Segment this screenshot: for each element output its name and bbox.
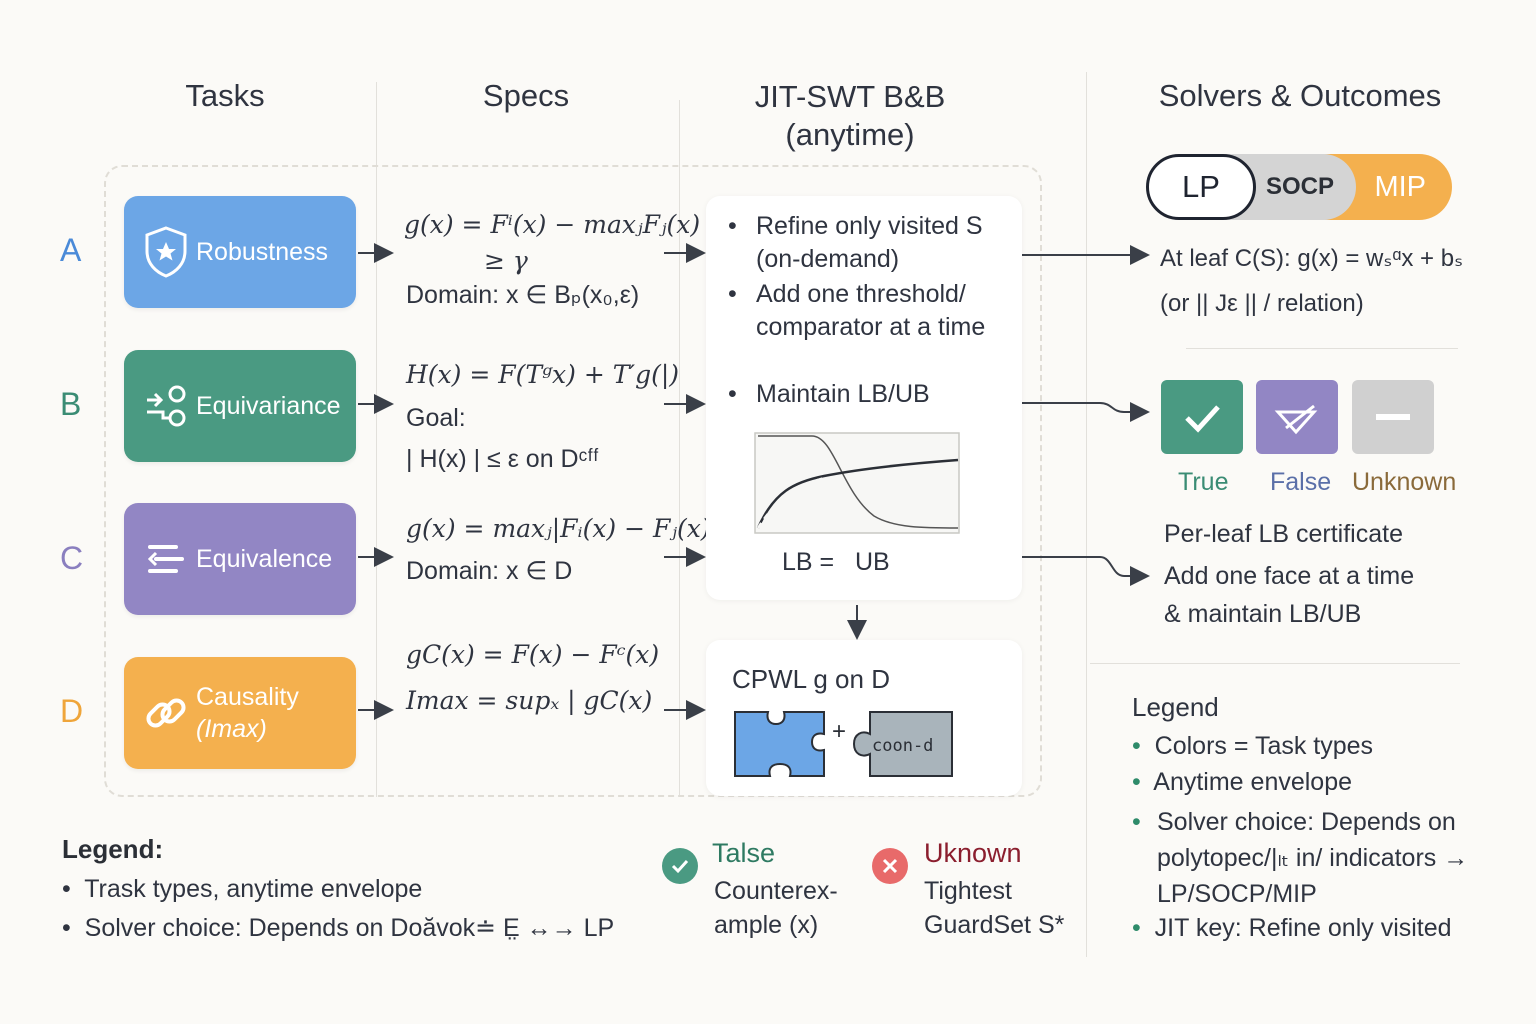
status-false-line: ample (x) [714, 911, 819, 939]
spec-d-imax: Imax = supₓ | gC(x) [406, 686, 653, 715]
row-divider [1186, 348, 1458, 349]
arrow [1022, 556, 1150, 586]
crossed-triangle-icon [1274, 404, 1318, 435]
task-label: Causality [196, 683, 299, 711]
jit-bullet-text: Refine only visited S (on-demand) [756, 212, 983, 273]
minus-icon [1376, 414, 1410, 420]
legend-right-title: Legend [1132, 692, 1219, 722]
shield-star-icon [136, 225, 196, 279]
spec-b-formula: H(x) = F(Tᵍx) + T′g(|) [406, 360, 679, 389]
row-letter-d: D [60, 693, 84, 729]
spec-a-domain: Domain: x ∈ Bₚ(x₀,ε) [406, 281, 640, 309]
legend-bottom-item: • Trask types, anytime envelope [62, 875, 423, 903]
leaf-relation: (or || Jε || / relation) [1160, 290, 1364, 317]
jit-bullet: • Add one threshold/ comparator at a tim… [728, 278, 998, 344]
legend-item-text: Trask types, anytime envelope [84, 875, 423, 903]
column-divider [1086, 72, 1087, 957]
pill-label: MIP [1374, 170, 1426, 203]
header-jit: JIT-SWT B&B (anytime) [690, 78, 1010, 154]
legend-bottom-title: Legend: [62, 834, 164, 864]
cert-line: Add one face at a time [1164, 562, 1415, 590]
leaf-formula: At leaf C(S): g(x) = wₛᵅx + bₛ [1160, 245, 1464, 272]
outcome-false-label: False [1270, 468, 1332, 496]
legend-item-text: Solver choice: Depends on polytopec/|ₗₜ … [1157, 808, 1469, 908]
legend-item-text: Colors = Task types [1154, 732, 1374, 760]
spec-c-domain: Domain: x ∈ D [406, 557, 573, 585]
task-causality[interactable]: Causality (Imax) [124, 657, 356, 769]
task-sublabel: (Imax) [196, 715, 267, 743]
task-robustness[interactable]: Robustness [124, 196, 356, 308]
jit-bullet-text: Add one threshold/ comparator at a time [756, 280, 986, 341]
anytime-envelope [104, 165, 1042, 797]
column-divider [376, 82, 377, 797]
column-divider [679, 100, 680, 797]
header-jit-line1: JIT-SWT B&B [754, 79, 946, 114]
outcome-unknown-label: Unknown [1352, 468, 1457, 496]
jit-bullet: • Refine only visited S (on-demand) [728, 210, 998, 276]
pill-lp[interactable]: LP [1146, 154, 1256, 220]
outcome-true-label: True [1178, 468, 1229, 496]
task-label: Equivalence [196, 545, 333, 573]
spec-d-formula: gC(x) = F(x) − Fᶜ(x) [406, 640, 660, 669]
arrow [1022, 402, 1150, 422]
row-letter-a: A [60, 232, 82, 268]
task-label-group: Causality (Imax) [196, 681, 299, 745]
cert-line: & maintain LB/UB [1164, 600, 1362, 628]
legend-right-item: • Solver choice: Depends on polytopec/|ₗ… [1132, 804, 1472, 912]
spec-a-formula: g(x) = Fⁱ(x) − maxⱼFⱼ(x) [404, 210, 701, 239]
link-icon [136, 690, 196, 736]
row-letter-c: C [60, 540, 84, 576]
spec-c-formula: g(x) = maxⱼ|Fᵢ(x) − Fⱼ(x) [406, 514, 711, 543]
puzzle-gray-icon [852, 711, 953, 777]
task-label: Robustness [196, 238, 329, 266]
spec-b-goal: Goal: [406, 404, 466, 432]
jit-bullet-text: Maintain LB/UB [756, 380, 930, 408]
status-false-line: Counterex- [714, 877, 838, 905]
nodes-icon [136, 382, 196, 430]
status-unknown-title: Uknown [924, 838, 1022, 868]
legend-right-item: • Anytime envelope [1132, 768, 1353, 796]
outcome-unknown-badge [1352, 380, 1434, 454]
legend-right-item: • Colors = Task types [1132, 732, 1374, 760]
check-circle-icon [662, 848, 698, 884]
jit-bullet: • Maintain LB/UB [728, 378, 998, 411]
legend-item-text: Solver choice: Depends on Doăvok≐ E̤ ↔→ … [84, 914, 615, 942]
cpwl-card: CPWL g on D + coon-d [706, 640, 1022, 796]
legend-item-text: Anytime envelope [1153, 768, 1353, 796]
task-equivariance[interactable]: Equivariance [124, 350, 356, 462]
outcome-true-badge [1161, 380, 1243, 454]
row-letter-b: B [60, 386, 82, 422]
puzzle-plus: + [832, 718, 847, 745]
pill-label: SOCP [1265, 173, 1334, 200]
task-equivalence[interactable]: Equivalence [124, 503, 356, 615]
legend-item-text: JIT key: Refine only visited [1154, 914, 1452, 942]
legend-right-item: • JIT key: Refine only visited [1132, 914, 1452, 942]
sliders-icon [136, 541, 196, 577]
jit-card: • Refine only visited S (on-demand) • Ad… [706, 196, 1022, 600]
bound-label: LB = UB [782, 548, 890, 576]
bound-convergence-plot [754, 432, 960, 534]
spec-b-condition: | H(x) | ≤ ε on Dᶜᶠᶠ [406, 445, 599, 473]
header-tasks: Tasks [185, 78, 265, 113]
puzzle-blue-icon [734, 711, 825, 777]
task-label: Equivariance [196, 392, 341, 420]
row-divider [1090, 663, 1460, 664]
x-circle-icon [872, 848, 908, 884]
cpwl-title: CPWL g on D [732, 664, 890, 694]
status-unknown-line: Tightest [924, 877, 1013, 905]
status-unknown-line: GuardSet S* [924, 911, 1065, 939]
status-false-title: Talse [712, 838, 776, 868]
pill-label: LP [1182, 169, 1220, 204]
check-icon [1185, 405, 1220, 433]
outcome-false-badge [1256, 380, 1338, 454]
cert-line: Per-leaf LB certificate [1164, 520, 1403, 548]
legend-bottom-item: • Solver choice: Depends on Doăvok≐ E̤ ↔… [62, 914, 615, 942]
header-jit-line2: (anytime) [785, 117, 915, 152]
header-specs: Specs [482, 78, 570, 113]
puzzle-label: coon-d [872, 736, 934, 756]
header-solvers: Solvers & Outcomes [1158, 78, 1442, 113]
spec-a-threshold: ≥ γ [484, 246, 528, 275]
